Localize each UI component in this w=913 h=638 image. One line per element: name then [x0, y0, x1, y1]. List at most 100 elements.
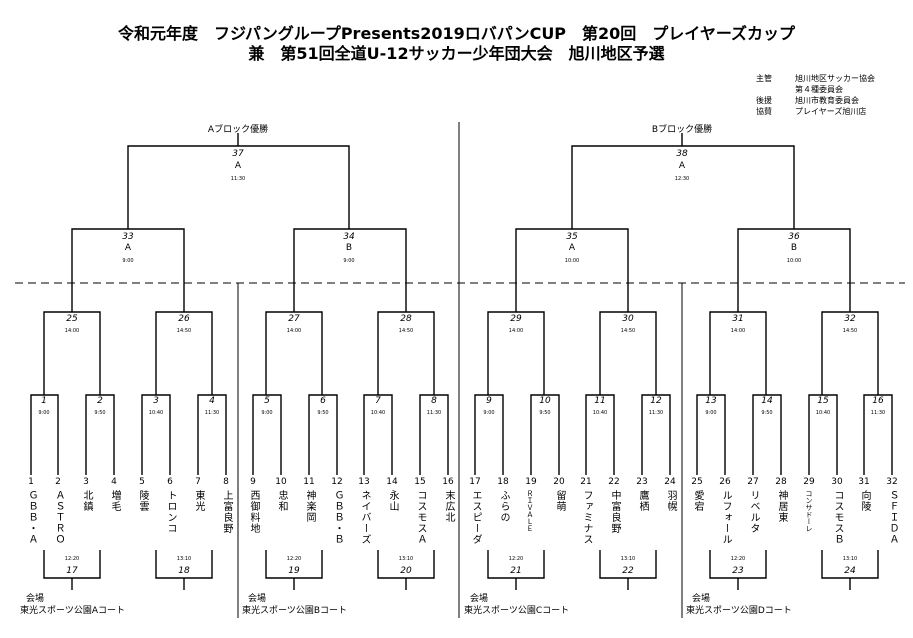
venue-name: 東光スポーツ公園Dコート — [686, 606, 792, 616]
match-time: 9:00 — [38, 410, 50, 416]
match-court: B — [790, 243, 798, 253]
match-time: 13:10 — [842, 556, 858, 562]
match-number: 38 — [676, 149, 688, 159]
match-number: 15 — [817, 396, 829, 406]
match-time: 12:20 — [64, 556, 80, 562]
team-name: ＧＢＢ・Ａ — [26, 490, 37, 545]
team-number: 18 — [497, 477, 509, 487]
match-time: 10:40 — [815, 410, 831, 416]
organizer-role: 協賛 — [756, 107, 772, 116]
team-number: 20 — [553, 477, 565, 487]
match-number: 18 — [178, 566, 190, 576]
match-court: B — [345, 243, 353, 253]
team-name: ＡＳＴＲＯ — [53, 490, 64, 545]
match-time: 10:00 — [564, 258, 580, 264]
team-name: 中富良野 — [609, 490, 620, 534]
team-number: 5 — [139, 477, 145, 487]
match-number: 7 — [375, 396, 381, 406]
match-number: 3 — [153, 396, 159, 406]
match-number: 13 — [705, 396, 717, 406]
match-number: 14 — [761, 396, 773, 406]
team-number: 28 — [775, 477, 787, 487]
match-number: 33 — [122, 232, 134, 242]
match-number: 1 — [41, 396, 47, 406]
match-time: 14:50 — [620, 328, 636, 334]
team-number: 6 — [167, 477, 173, 487]
match-number: 34 — [343, 232, 355, 242]
organizer-name: 旭川市教育委員会 — [795, 96, 859, 105]
match-time: 9:50 — [539, 410, 551, 416]
team-name: コスモスＢ — [832, 490, 843, 545]
team-number: 21 — [580, 477, 592, 487]
organizer-role: 後援 — [756, 96, 772, 105]
match-number: 25 — [66, 314, 78, 324]
team-number: 14 — [386, 477, 398, 487]
match-number: 21 — [510, 566, 522, 576]
team-number: 27 — [747, 477, 759, 487]
team-name: ふらの — [498, 490, 509, 523]
match-number: 26 — [178, 314, 190, 324]
venue-label: 会場 — [470, 594, 489, 604]
team-name: リベルタ — [748, 490, 759, 534]
team-name: ファミナス — [581, 490, 592, 545]
team-name: 忠和 — [276, 490, 287, 512]
team-name: トロンコ — [165, 490, 176, 534]
team-number: 15 — [414, 477, 426, 487]
team-number: 7 — [195, 477, 201, 487]
match-time: 11:30 — [426, 410, 442, 416]
team-number: 8 — [223, 477, 229, 487]
venue-name: 東光スポーツ公園Bコート — [242, 606, 347, 616]
team-name: 留萌 — [554, 490, 565, 512]
team-name: 陵雲 — [137, 490, 148, 512]
team-number: 26 — [719, 477, 731, 487]
match-number: 20 — [400, 566, 412, 576]
team-number: 31 — [858, 477, 870, 487]
match-number: 8 — [431, 396, 437, 406]
team-name: コスモスＡ — [415, 490, 426, 545]
team-number: 3 — [83, 477, 89, 487]
title-line-2: 兼 第51回全道U-12サッカー少年団大会 旭川地区予選 — [248, 44, 665, 63]
team-number: 11 — [303, 477, 315, 487]
match-number: 4 — [209, 396, 215, 406]
team-name: 増毛 — [109, 490, 120, 512]
match-time: 14:00 — [508, 328, 524, 334]
match-time: 9:00 — [122, 258, 134, 264]
match-time: 14:00 — [730, 328, 746, 334]
match-time: 14:00 — [286, 328, 302, 334]
team-number: 23 — [636, 477, 648, 487]
match-number: 30 — [622, 314, 634, 324]
venue-label: 会場 — [248, 594, 267, 604]
match-time: 14:00 — [64, 328, 80, 334]
match-number: 9 — [486, 396, 492, 406]
match-time: 9:00 — [705, 410, 717, 416]
match-number: 2 — [97, 396, 103, 406]
team-name: 向陵 — [859, 490, 870, 512]
team-name: ルフォール — [720, 490, 731, 545]
match-time: 10:40 — [592, 410, 608, 416]
match-time: 12:30 — [674, 176, 690, 182]
team-number: 1 — [28, 477, 34, 487]
block-a-winner-label: Aブロック優勝 — [207, 125, 269, 135]
team-number: 9 — [250, 477, 256, 487]
venue-name: 東光スポーツ公園Aコート — [20, 606, 125, 616]
team-number: 16 — [442, 477, 454, 487]
match-time: 14:50 — [398, 328, 414, 334]
organizer-role: 主管 — [756, 74, 772, 83]
match-time: 10:40 — [370, 410, 386, 416]
match-time: 14:50 — [176, 328, 192, 334]
match-court: A — [568, 243, 576, 253]
team-name: ＧＢＢ・Ｂ — [332, 490, 343, 545]
match-number: 11 — [594, 396, 606, 406]
team-name: エスピーダ — [470, 490, 481, 545]
match-time: 12:20 — [508, 556, 524, 562]
team-number: 17 — [469, 477, 481, 487]
match-time: 12:20 — [286, 556, 302, 562]
match-time: 11:30 — [648, 410, 664, 416]
team-number: 4 — [111, 477, 117, 487]
team-name: ＳＦＩＤＡ — [887, 490, 898, 545]
organizer-name: 第４種委員会 — [795, 85, 843, 94]
team-name: 愛宕 — [692, 490, 703, 512]
team-number: 12 — [331, 477, 343, 487]
match-number: 12 — [650, 396, 662, 406]
